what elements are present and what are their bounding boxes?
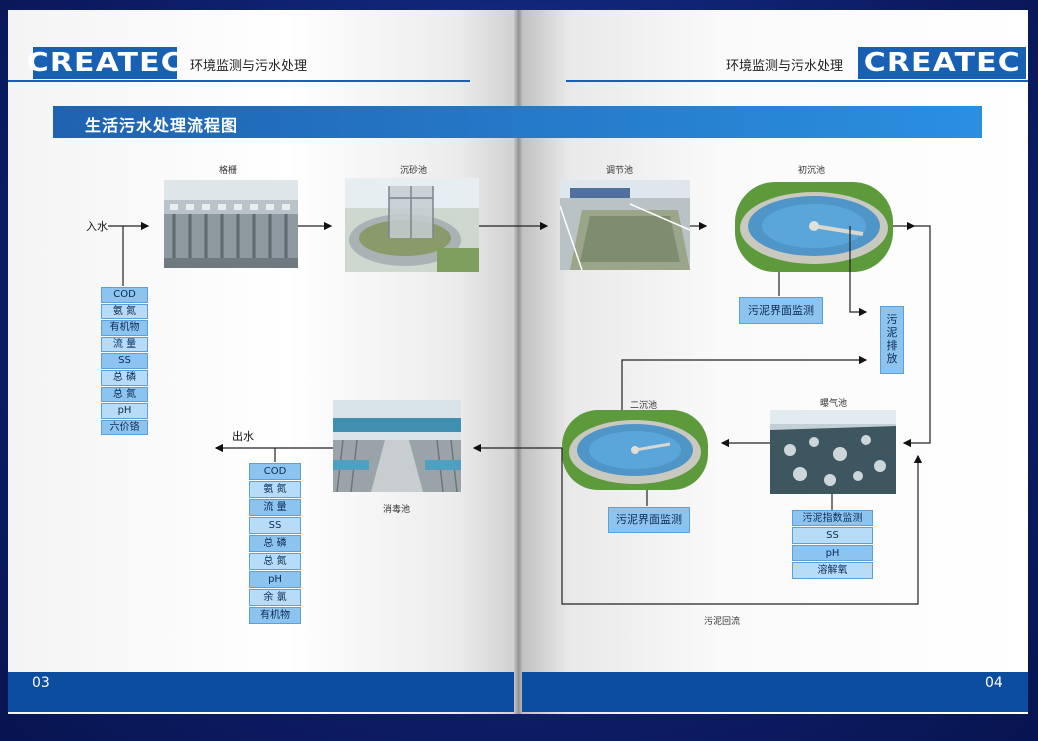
primary-clarifier-label: 初沉池 — [798, 166, 826, 176]
primary-sludge-interface-monitor: 污泥界面监测 — [739, 297, 823, 324]
sludge-discharge-char: 放 — [886, 352, 898, 365]
inflow-param: 氨 氮 — [101, 303, 148, 320]
disinfection-tank-photo — [333, 400, 461, 492]
header-rule-left — [8, 80, 470, 82]
regulating-tank-label: 调节池 — [606, 166, 634, 176]
header-rule-right — [566, 80, 1028, 82]
outflow-param: 有机物 — [249, 607, 301, 624]
grid-label: 格栅 — [219, 166, 238, 176]
aeration-param: SS — [792, 527, 873, 544]
outflow-param: 总 磷 — [249, 535, 301, 552]
brand-logo-left: CREATEC — [26, 47, 184, 79]
secondary-clarifier-label: 二沉池 — [630, 401, 658, 411]
inflow-param: COD — [101, 287, 148, 303]
outflow-param: 余 氯 — [249, 589, 301, 606]
grid-photo — [164, 180, 298, 268]
inflow-param: 总 磷 — [101, 369, 148, 386]
disinfection-tank-label: 消毒池 — [383, 505, 411, 515]
outflow-param: COD — [249, 463, 301, 480]
secondary-sludge-interface-monitor: 污泥界面监测 — [608, 507, 690, 533]
inflow-label: 入水 — [86, 220, 108, 233]
aeration-param: pH — [792, 544, 873, 562]
section-title: 生活污水处理流程图 — [85, 116, 239, 135]
grit-chamber-photo — [345, 178, 479, 272]
outflow-parameter-list: COD 氨 氮 流 量 SS 总 磷 总 氮 pH 余 氯 有机物 — [249, 463, 301, 624]
page-number-left: 03 — [32, 675, 50, 691]
aeration-parameter-list: 污泥指数监测 SS pH 溶解氧 — [792, 510, 873, 579]
inflow-param: 有机物 — [101, 320, 148, 336]
sludge-discharge-char: 泥 — [886, 326, 898, 339]
inflow-param: 六价铬 — [101, 419, 148, 436]
page-number-right: 04 — [985, 675, 1003, 691]
outflow-param: pH — [249, 571, 301, 588]
book-spine — [514, 10, 522, 714]
sludge-return-label: 污泥回流 — [704, 617, 741, 627]
primary-clarifier-photo — [735, 182, 893, 272]
brand-logo-right: CREATEC — [858, 47, 1026, 79]
sludge-discharge-char: 排 — [886, 339, 898, 352]
secondary-clarifier-photo — [562, 410, 708, 490]
outflow-param: 氨 氮 — [249, 481, 301, 498]
header-title-left: 环境监测与污水处理 — [190, 59, 308, 74]
footer-bar-right — [522, 672, 1028, 712]
inflow-param: 总 氮 — [101, 386, 148, 403]
inflow-param: SS — [101, 353, 148, 369]
inflow-parameter-list: COD 氨 氮 有机物 流 量 SS 总 磷 总 氮 pH 六价铬 — [101, 287, 148, 436]
aeration-param: 溶解氧 — [792, 562, 873, 579]
regulating-tank-photo — [560, 180, 690, 270]
header-title-right: 环境监测与污水处理 — [726, 59, 844, 74]
aeration-tank-photo — [770, 410, 896, 494]
footer-bar-left — [8, 672, 514, 712]
sludge-discharge-char: 污 — [886, 313, 898, 326]
sludge-discharge-box: 污 泥 排 放 — [880, 306, 904, 374]
outflow-param: 总 氮 — [249, 553, 301, 570]
aeration-tank-label: 曝气池 — [820, 399, 848, 409]
inflow-param: pH — [101, 403, 148, 419]
aeration-param: 污泥指数监测 — [792, 510, 873, 527]
outflow-param: SS — [249, 517, 301, 534]
section-banner — [53, 106, 982, 138]
grit-chamber-label: 沉砂池 — [400, 166, 428, 176]
outflow-param: 流 量 — [249, 499, 301, 516]
inflow-param: 流 量 — [101, 336, 148, 353]
outflow-label: 出水 — [232, 430, 254, 443]
